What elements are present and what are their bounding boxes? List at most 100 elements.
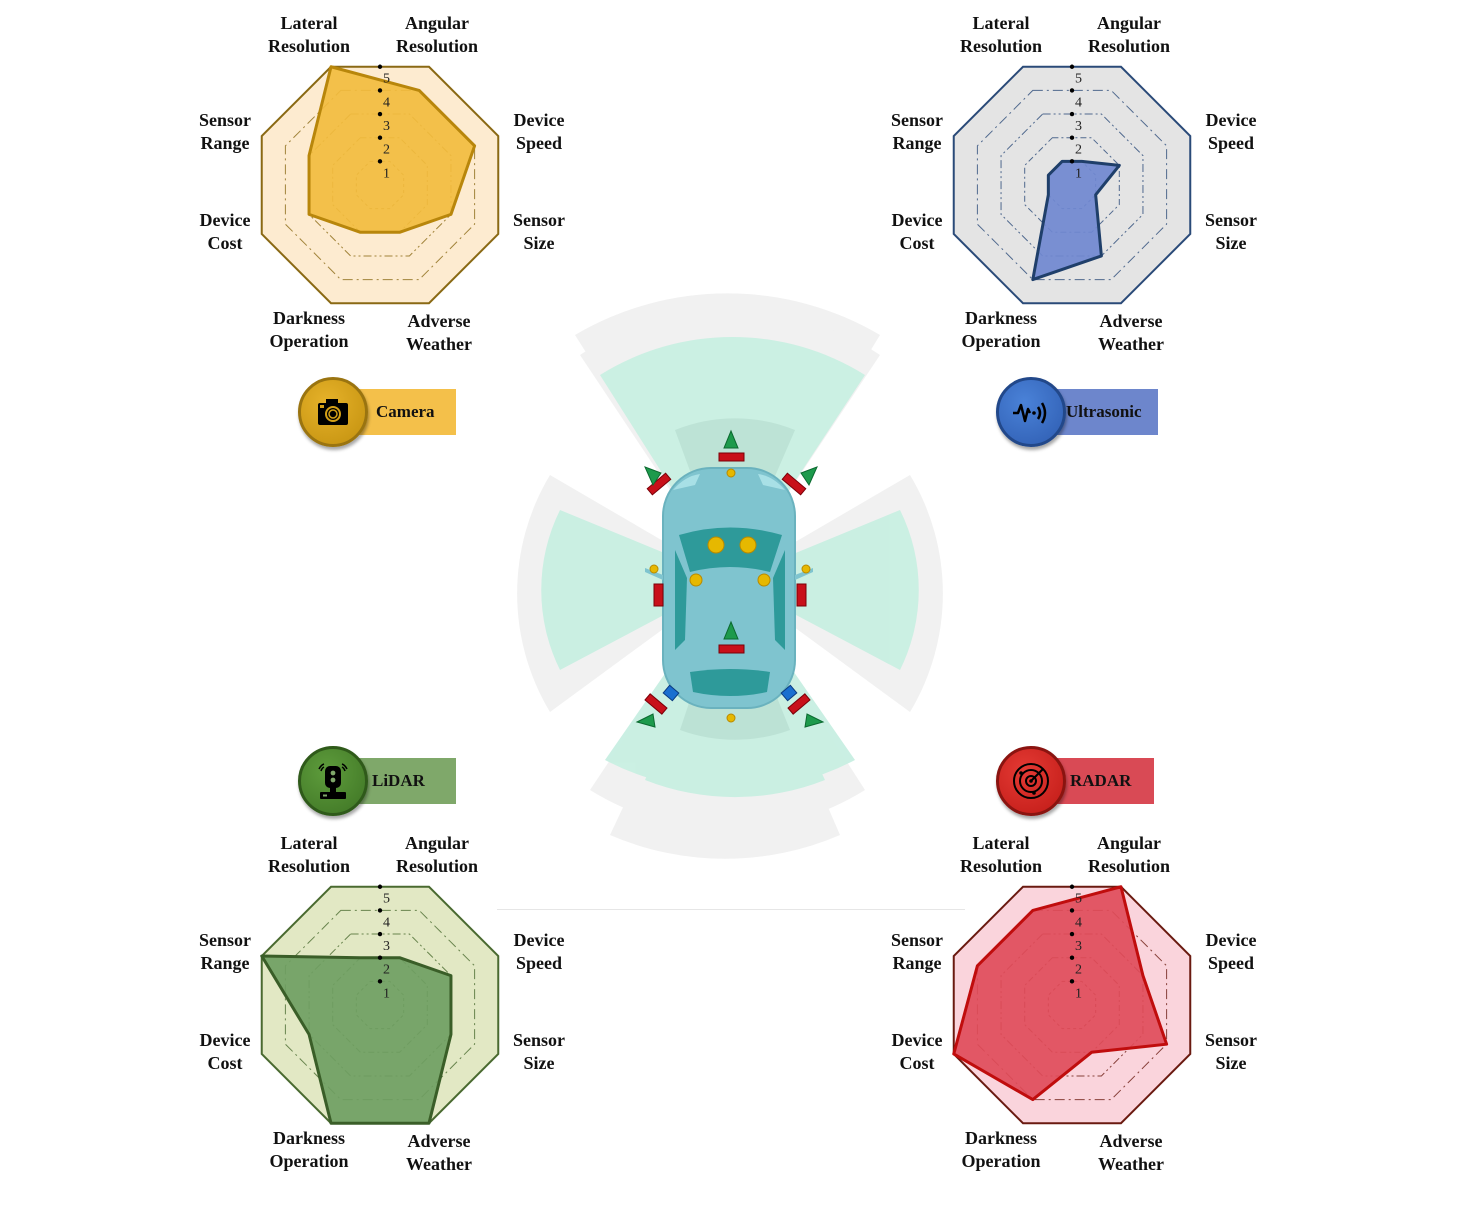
data-series-polygon [307, 65, 477, 234]
tick-dot [1069, 135, 1075, 140]
tick-dot [1069, 159, 1075, 164]
camera-icon [298, 377, 368, 447]
tick-label: 1 [1075, 986, 1082, 1001]
axis-label: Device Speed [1205, 110, 1257, 153]
tick-dot [377, 979, 383, 984]
tick-label: 1 [1075, 166, 1082, 181]
axis-label: Angular Resolution [395, 833, 479, 876]
axis-label: Device Cost [891, 210, 943, 253]
tick-label: 2 [383, 963, 390, 978]
data-series-polygon [952, 885, 1169, 1102]
lidar-scanner-icon [298, 746, 368, 816]
tick-label: 2 [1075, 143, 1082, 158]
axis-label: Device Speed [1205, 930, 1257, 973]
ultrasonic-sensors [662, 684, 798, 702]
axis-label: Sensor Size [512, 1030, 566, 1073]
axis-label: Device Speed [513, 930, 565, 973]
lidar-sensors [635, 429, 825, 728]
section-divider [497, 909, 965, 910]
tick-dot [377, 884, 383, 889]
axis-label: Darkness Operation [269, 308, 349, 351]
lidar-badge-label: LiDAR [372, 771, 425, 790]
grid-ring-3 [1000, 933, 1144, 1077]
axis-label: Lateral Resolution [267, 833, 351, 876]
axis-label: Sensor Range [198, 930, 252, 973]
axis-label: Device Cost [891, 1030, 943, 1073]
axis-label: Angular Resolution [1087, 833, 1171, 876]
tick-dot [1069, 931, 1075, 937]
camera-badge-label: Camera [376, 402, 435, 421]
data-series-polygon [1031, 159, 1121, 282]
axis-label: Darkness Operation [961, 308, 1041, 351]
tick-label: 4 [383, 95, 390, 110]
tick-label: 3 [1075, 939, 1082, 954]
radar-badge-label: RADAR [1070, 771, 1132, 790]
tick-dot [1069, 908, 1075, 913]
tick-label: 2 [1075, 963, 1082, 978]
tick-label: 5 [383, 72, 390, 87]
tick-dot [1069, 884, 1075, 889]
radar-plot: 1 2 3 4 5 [260, 64, 500, 305]
axis-label: Device Cost [199, 1030, 251, 1073]
tick-dot [1069, 88, 1075, 93]
axis-label: Sensor Size [1204, 1030, 1258, 1073]
tick-label: 1 [383, 166, 390, 181]
tick-label: 5 [1075, 892, 1082, 907]
tick-dot [377, 159, 383, 164]
camera-radar-chart: 1 2 3 4 5 Lateral Resolution Angular Resolutio… [180, 0, 580, 370]
tick-dot [1069, 955, 1075, 960]
axis-label: Sensor Range [890, 110, 944, 153]
axis-label: Sensor Range [198, 110, 252, 153]
tick-dot [377, 908, 383, 913]
sound-wave-icon [996, 377, 1066, 447]
tick-dot [1069, 111, 1075, 117]
radar-icon [996, 746, 1066, 816]
grid-ring-3 [308, 113, 452, 257]
lidar-radar-chart: 1 2 3 4 5 Lateral Resolution Angular Resolutio… [180, 820, 580, 1190]
tick-dot [377, 931, 383, 937]
axis-label: Adverse Weather [406, 311, 472, 354]
axis-label: Lateral Resolution [267, 13, 351, 56]
camera-sensors [649, 468, 811, 723]
tick-dot [377, 88, 383, 93]
axis-label: Darkness Operation [269, 1128, 349, 1171]
vehicle-sensor-coverage-diagram [495, 280, 970, 910]
tick-label: 3 [1075, 119, 1082, 134]
axis-label: Adverse Weather [406, 1131, 472, 1174]
axis-label: Sensor Size [512, 210, 566, 253]
axis-label: Lateral Resolution [959, 13, 1043, 56]
axis-label: Adverse Weather [1098, 1131, 1164, 1174]
tick-label: 4 [383, 915, 390, 930]
tick-dot [377, 135, 383, 140]
axis-label: Device Cost [199, 210, 251, 253]
tick-dot [1069, 64, 1075, 69]
ultrasonic-badge-label: Ultrasonic [1066, 402, 1142, 421]
car-top-view [645, 467, 813, 709]
tick-label: 3 [383, 119, 390, 134]
tick-label: 5 [383, 892, 390, 907]
tick-label: 2 [383, 143, 390, 158]
radar-sensors [644, 452, 811, 715]
tick-label: 3 [383, 939, 390, 954]
tick-dot [377, 111, 383, 117]
axis-label: Lateral Resolution [959, 833, 1043, 876]
axis-label: Sensor Range [890, 930, 944, 973]
axis-label: Angular Resolution [1087, 13, 1171, 56]
tick-dot [377, 955, 383, 960]
axis-label: Sensor Size [1204, 210, 1258, 253]
axis-label: Device Speed [513, 110, 565, 153]
axis-label: Adverse Weather [1098, 311, 1164, 354]
radar-plot: 1 2 3 4 5 [260, 884, 500, 1125]
tick-dot [1069, 979, 1075, 984]
grid-ring-4 [976, 89, 1168, 281]
tick-label: 4 [1075, 95, 1082, 110]
data-series-polygon [260, 954, 453, 1125]
axis-label: Angular Resolution [395, 13, 479, 56]
tick-dot [377, 64, 383, 69]
tick-label: 1 [383, 986, 390, 1001]
axis-label: Darkness Operation [961, 1128, 1041, 1171]
